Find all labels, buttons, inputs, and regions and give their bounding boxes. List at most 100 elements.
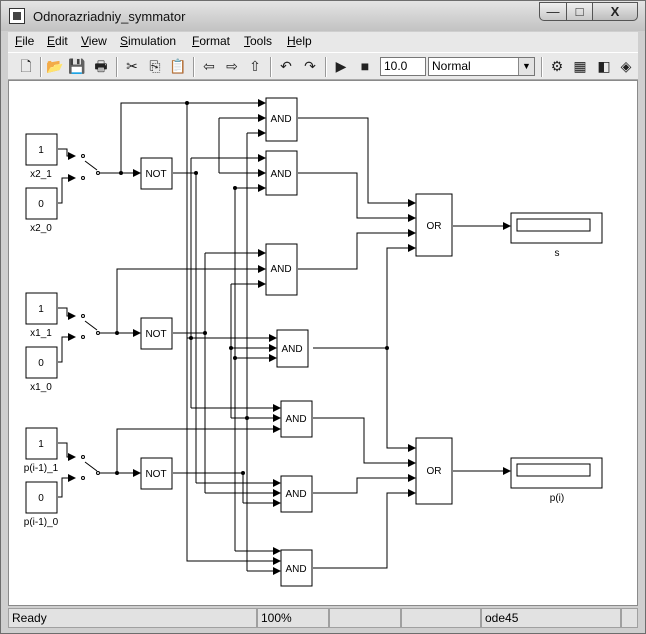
and-block-3[interactable]: AND xyxy=(265,243,298,296)
status-field-empty xyxy=(329,608,401,628)
constant-value: 0 xyxy=(38,358,44,369)
switch-lever xyxy=(84,320,98,331)
constant-label: x1_1 xyxy=(30,328,52,339)
constant-value: 0 xyxy=(38,199,44,210)
resize-grip-icon[interactable] xyxy=(621,608,638,628)
model-canvas[interactable]: 1 x2_1 0 x2_0 1 x1_1 0 x1_0 1 p(i-1) xyxy=(8,80,638,606)
block-diagram: 1 x2_1 0 x2_0 1 x1_1 0 x1_0 1 p(i-1) xyxy=(24,97,603,587)
menu-file[interactable]: File xyxy=(15,34,35,48)
build-icon[interactable]: ⚙ xyxy=(550,58,564,74)
switch-contact xyxy=(81,455,85,459)
and-label: AND xyxy=(270,169,291,180)
and-block-4[interactable]: AND xyxy=(276,329,309,368)
junction xyxy=(229,346,233,350)
and-block-2[interactable]: AND xyxy=(265,150,298,196)
undo-icon[interactable]: ↶ xyxy=(280,58,292,74)
library-browser-icon[interactable]: ▦ xyxy=(573,58,587,74)
open-icon[interactable]: 📂 xyxy=(46,58,64,74)
forward-icon[interactable]: ⇨ xyxy=(226,58,238,74)
constant-block-x2-0[interactable]: 0 x2_0 xyxy=(25,187,58,234)
constant-block-p-1[interactable]: 1 p(i-1)_1 xyxy=(24,427,59,474)
menu-simulation[interactable]: Simulation xyxy=(120,34,177,48)
display-block-p[interactable]: p(i) xyxy=(510,457,603,504)
or-block-p[interactable]: OR xyxy=(415,437,453,505)
menu-bar: File Edit View Simulation Format Tools H… xyxy=(8,32,638,52)
menu-tools[interactable]: Tools xyxy=(244,34,273,48)
menu-edit[interactable]: Edit xyxy=(47,34,68,48)
status-bar: Ready 100% ode45 xyxy=(8,608,638,628)
switch-lever xyxy=(84,160,98,171)
constant-value: 1 xyxy=(38,145,44,156)
debug-icon[interactable]: ◈ xyxy=(620,58,632,74)
maximize-button[interactable]: □ xyxy=(566,2,593,21)
constant-block-x1-0[interactable]: 0 x1_0 xyxy=(25,346,58,393)
toolbar-separator xyxy=(116,57,118,77)
menu-view[interactable]: View xyxy=(81,34,107,48)
new-icon[interactable]: 🗋 xyxy=(20,58,32,74)
switch-contact xyxy=(81,154,85,158)
constant-block-x1-1[interactable]: 1 x1_1 xyxy=(25,292,58,339)
wire xyxy=(173,172,197,258)
toolbar-separator xyxy=(325,57,327,77)
constant-value: 1 xyxy=(38,304,44,315)
not-block-x2[interactable]: NOT xyxy=(140,157,173,190)
constant-label: p(i-1)_1 xyxy=(24,463,59,474)
simulation-mode-select[interactable]: Normal ▼ xyxy=(428,57,535,76)
and-label: AND xyxy=(281,344,302,355)
junction xyxy=(119,171,123,175)
junction xyxy=(194,171,198,175)
back-icon[interactable]: ⇦ xyxy=(203,58,215,74)
menu-help[interactable]: Help xyxy=(287,34,312,48)
status-ready: Ready xyxy=(8,608,257,628)
display-block-s[interactable]: s xyxy=(510,212,603,259)
constant-label: x2_1 xyxy=(30,169,52,180)
up-icon[interactable]: ⇧ xyxy=(249,58,261,74)
and-block-6[interactable]: AND xyxy=(280,475,313,513)
cut-icon[interactable]: ✂ xyxy=(126,58,138,74)
switch-contact xyxy=(96,171,100,175)
chevron-down-icon[interactable]: ▼ xyxy=(518,58,534,75)
constant-value: 0 xyxy=(38,493,44,504)
constant-block-p-0[interactable]: 0 p(i-1)_0 xyxy=(24,481,59,528)
minimize-button[interactable]: — xyxy=(539,2,567,21)
title-bar[interactable]: Odnorazriadniy_symmator — □ X xyxy=(1,1,645,31)
wire xyxy=(313,474,416,494)
close-button[interactable]: X xyxy=(592,2,638,21)
constant-block-x2-1[interactable]: 1 x2_1 xyxy=(25,133,58,180)
and-block-1[interactable]: AND xyxy=(265,97,298,142)
menu-format[interactable]: Format xyxy=(192,34,231,48)
or-block-s[interactable]: OR xyxy=(415,193,453,257)
junction xyxy=(115,471,119,475)
or-label: OR xyxy=(427,466,442,477)
save-icon[interactable]: 💾 xyxy=(68,58,86,74)
constant-label: p(i-1)_0 xyxy=(24,517,59,528)
and-label: AND xyxy=(285,414,306,425)
and-block-5[interactable]: AND xyxy=(280,400,313,438)
play-icon[interactable]: ▶ xyxy=(335,58,347,74)
and-block-7[interactable]: AND xyxy=(280,549,313,587)
not-label: NOT xyxy=(145,469,166,480)
stop-time-input[interactable]: 10.0 xyxy=(380,57,426,76)
switch-contact xyxy=(81,314,85,318)
status-field-empty xyxy=(401,608,481,628)
toolbar-separator xyxy=(541,57,543,77)
wire xyxy=(298,229,416,270)
print-icon[interactable]: 🖶 xyxy=(94,58,108,74)
switch-contacts xyxy=(81,154,100,480)
and-label: AND xyxy=(270,114,291,125)
junction xyxy=(385,346,389,350)
not-block-x1[interactable]: NOT xyxy=(140,317,173,350)
wire xyxy=(313,417,416,467)
display-label: s xyxy=(555,248,560,259)
junction xyxy=(241,471,245,475)
paste-icon[interactable]: 📋 xyxy=(169,58,187,74)
wire xyxy=(386,348,416,452)
copy-icon[interactable]: ⎘ xyxy=(149,58,161,74)
not-block-p[interactable]: NOT xyxy=(140,457,173,490)
not-label: NOT xyxy=(145,169,166,180)
stop-icon[interactable]: ■ xyxy=(360,58,370,74)
toolbar-separator xyxy=(270,57,272,77)
redo-icon[interactable]: ↷ xyxy=(304,58,316,74)
explorer-icon[interactable]: ◧ xyxy=(597,58,611,74)
status-solver: ode45 xyxy=(481,608,621,628)
